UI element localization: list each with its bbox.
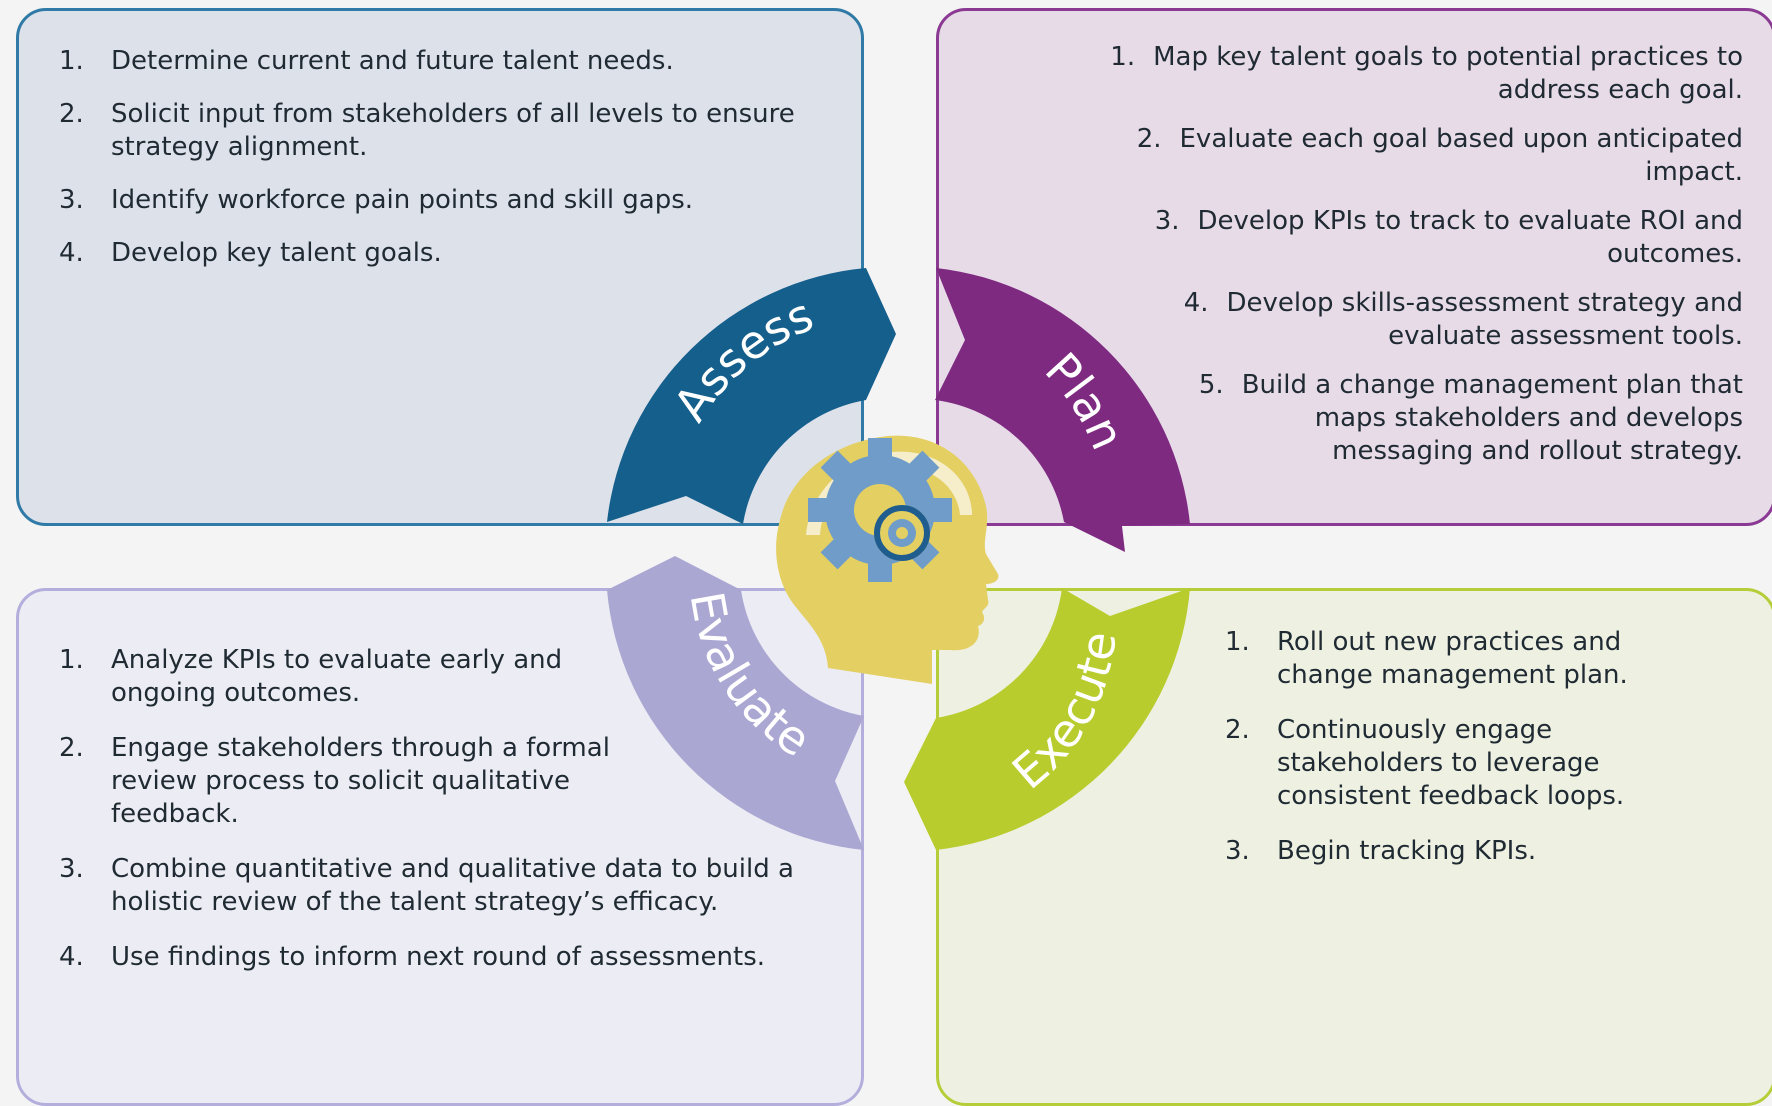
step-number: 3. — [59, 185, 84, 215]
step-number: 1. — [1110, 42, 1136, 72]
plan-step-list: 1. Map key talent goals to potential prac… — [963, 41, 1743, 484]
step-text: Begin tracking KPIs. — [1277, 836, 1537, 866]
step-text: Develop KPIs to track to evaluate ROI an… — [1197, 206, 1743, 269]
step-number: 3. — [1225, 836, 1250, 866]
step-text: Build a change management plan that maps… — [1241, 370, 1743, 466]
step-number: 4. — [1183, 288, 1209, 318]
evaluate-panel: 1. Analyze KPIs to evaluate early and ong… — [16, 588, 864, 1106]
step-text: Continuously engage stakeholders to leve… — [1277, 715, 1625, 811]
execute-step: 2. Continuously engage stakeholders to le… — [1225, 714, 1705, 813]
step-number: 2. — [1225, 715, 1250, 745]
assess-step: 3. Identify workforce pain points and ski… — [59, 184, 851, 217]
step-text: Combine quantitative and qualitative dat… — [111, 854, 794, 917]
plan-step: 4. Develop skills-assessment strategy and… — [1183, 287, 1743, 353]
plan-step: 5. Build a change management plan that ma… — [1198, 369, 1743, 468]
step-text: Evaluate each goal based upon anticipate… — [1179, 124, 1744, 187]
step-number: 2. — [59, 733, 84, 763]
execute-panel: 1. Roll out new practices and change mana… — [936, 588, 1772, 1106]
assess-step: 1. Determine current and future talent ne… — [59, 45, 711, 78]
step-number: 1. — [59, 645, 84, 675]
plan-step: 2. Evaluate each goal based upon anticipa… — [1053, 123, 1743, 189]
step-number: 4. — [59, 238, 84, 268]
evaluate-step: 4. Use findings to inform next round of a… — [59, 941, 901, 974]
evaluate-step: 1. Analyze KPIs to evaluate early and ong… — [59, 644, 626, 710]
step-text: Develop key talent goals. — [111, 238, 442, 268]
step-number: 4. — [59, 942, 84, 972]
step-number: 3. — [1154, 206, 1180, 236]
step-number: 3. — [59, 854, 84, 884]
step-text: Engage stakeholders through a formal rev… — [111, 733, 610, 829]
step-number: 2. — [59, 99, 84, 129]
step-text: Determine current and future talent need… — [111, 46, 674, 76]
plan-step: 1. Map key talent goals to potential prac… — [1023, 41, 1743, 107]
step-number: 1. — [1225, 627, 1250, 657]
evaluate-step: 2. Engage stakeholders through a formal r… — [59, 732, 641, 831]
step-text: Develop skills-assessment strategy and e… — [1226, 288, 1744, 351]
assess-panel: 1. Determine current and future talent ne… — [16, 8, 864, 526]
execute-step: 1. Roll out new practices and change mana… — [1225, 626, 1705, 692]
step-text: Map key talent goals to potential practi… — [1153, 42, 1743, 105]
execute-step-list: 1. Roll out new practices and change mana… — [1225, 626, 1705, 890]
assess-step: 4. Develop key talent goals. — [59, 237, 711, 270]
evaluate-step: 3. Combine quantitative and qualitative d… — [59, 853, 821, 919]
plan-step: 3. Develop KPIs to track to evaluate ROI … — [1073, 205, 1743, 271]
step-number: 1. — [59, 46, 84, 76]
step-text: Roll out new practices and change manage… — [1277, 627, 1628, 690]
step-number: 2. — [1136, 124, 1162, 154]
step-text: Use findings to inform next round of ass… — [111, 942, 766, 972]
assess-step: 2. Solicit input from stakeholders of all… — [59, 98, 811, 164]
assess-step-list: 1. Determine current and future talent ne… — [59, 45, 819, 290]
step-text: Solicit input from stakeholders of all l… — [111, 99, 795, 162]
plan-panel: 1. Map key talent goals to potential prac… — [936, 8, 1772, 526]
step-number: 5. — [1198, 370, 1224, 400]
step-text: Identify workforce pain points and skill… — [111, 185, 694, 215]
evaluate-step-list: 1. Analyze KPIs to evaluate early and ong… — [59, 644, 849, 996]
execute-step: 3. Begin tracking KPIs. — [1225, 835, 1705, 868]
step-text: Analyze KPIs to evaluate early and ongoi… — [111, 645, 563, 708]
horizontal-gap — [0, 526, 1772, 588]
